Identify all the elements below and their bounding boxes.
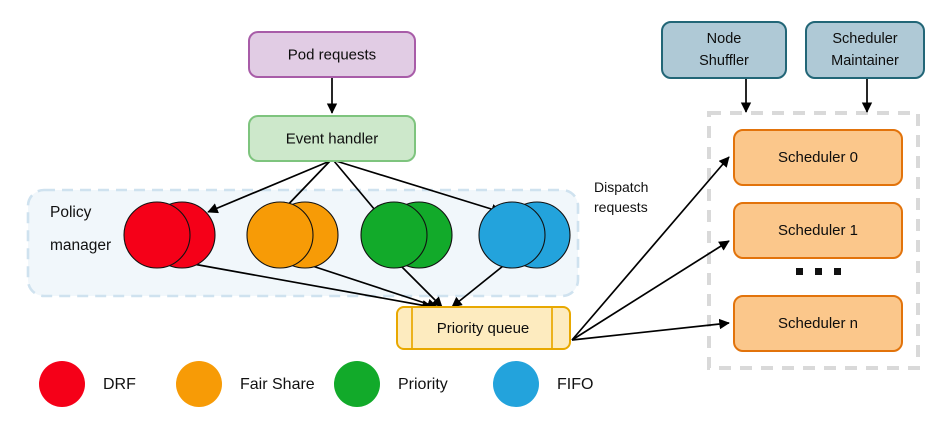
legend: DRF Fair Share Priority FIFO: [39, 361, 593, 407]
scheduler-ellipsis: [796, 268, 841, 275]
edge-eventhandler-fifo: [335, 160, 502, 215]
scheduler-0-box[interactable]: [733, 129, 903, 186]
edge-eventhandler-drf: [207, 160, 331, 214]
scheduler-1-box[interactable]: [733, 202, 903, 259]
legend-swatch-fair-share: [176, 361, 222, 407]
legend-item-priority: Priority: [334, 361, 448, 407]
edges-queue-to-schedulers: [571, 156, 730, 341]
scheduler-1-label: Scheduler 1: [778, 222, 858, 239]
legend-label-priority: Priority: [398, 376, 448, 393]
scheduler-ellipsis-dot-1: [796, 268, 803, 275]
pod-requests-box[interactable]: [248, 31, 416, 78]
legend-label-fair-share: Fair Share: [240, 376, 315, 393]
pod-requests-label: Pod requests: [288, 46, 376, 63]
node-shuffler-label-line1: Node: [707, 31, 742, 47]
scheduler-maintainer-label-line1: Scheduler: [832, 31, 897, 47]
scheduler-n-label: Scheduler n: [778, 315, 858, 332]
scheduler-pool-group: [707, 111, 920, 370]
policy-manager-label-line2: manager: [50, 237, 111, 254]
event-handler-label: Event handler: [286, 130, 379, 147]
event-handler-box[interactable]: [248, 115, 416, 162]
policy-node-drf[interactable]: [123, 201, 216, 269]
priority-queue-node[interactable]: Priority queue: [396, 306, 571, 350]
scheduler-node-1[interactable]: Scheduler 1: [733, 202, 903, 259]
edge-eventhandler-priority: [333, 160, 381, 217]
policy-fair-share-circle-front[interactable]: [246, 201, 314, 269]
node-shuffler-label-line2: Shuffler: [699, 53, 749, 69]
node-shuffler-box[interactable]: [661, 21, 787, 79]
policy-node-fair-share[interactable]: [246, 201, 339, 269]
edge-queue-scheduler1: [571, 240, 730, 341]
scheduler-0-label: Scheduler 0: [778, 149, 858, 166]
policy-fifo-circle-front[interactable]: [478, 201, 546, 269]
node-shuffler-node[interactable]: Node Shuffler: [661, 21, 787, 79]
scheduler-node-n[interactable]: Scheduler n: [733, 295, 903, 352]
legend-item-fifo: FIFO: [493, 361, 593, 407]
scheduler-maintainer-label-line2: Maintainer: [831, 53, 899, 69]
legend-swatch-priority: [334, 361, 380, 407]
legend-label-fifo: FIFO: [557, 376, 593, 393]
scheduler-ellipsis-dot-3: [834, 268, 841, 275]
priority-queue-label: Priority queue: [437, 320, 530, 337]
scheduler-ellipsis-dot-2: [815, 268, 822, 275]
policy-node-priority[interactable]: [360, 201, 453, 269]
pod-requests-node[interactable]: Pod requests: [248, 31, 416, 78]
scheduler-maintainer-box[interactable]: [805, 21, 925, 79]
legend-label-drf: DRF: [103, 376, 136, 393]
event-handler-node[interactable]: Event handler: [248, 115, 416, 162]
legend-swatch-drf: [39, 361, 85, 407]
dispatch-requests-label: Dispatch requests: [594, 179, 648, 215]
edge-drf-queue: [159, 257, 433, 311]
legend-item-drf: DRF: [39, 361, 136, 407]
scheduler-pool-container: [707, 111, 920, 370]
dispatch-requests-line2: requests: [594, 199, 648, 215]
legend-swatch-fifo: [493, 361, 539, 407]
policy-manager-label-line1: Policy: [50, 204, 92, 221]
scheduler-node-0[interactable]: Scheduler 0: [733, 129, 903, 186]
edge-queue-scheduler0: [571, 156, 730, 341]
policy-node-fifo[interactable]: [478, 201, 571, 269]
priority-queue-box[interactable]: [396, 306, 571, 350]
scheduler-maintainer-node[interactable]: Scheduler Maintainer: [805, 21, 925, 79]
policy-drf-circle-front[interactable]: [123, 201, 191, 269]
dispatch-requests-line1: Dispatch: [594, 179, 648, 195]
policy-priority-circle-front[interactable]: [360, 201, 428, 269]
legend-item-fair-share: Fair Share: [176, 361, 315, 407]
edge-queue-schedulern: [571, 318, 730, 341]
scheduler-n-box[interactable]: [733, 295, 903, 352]
